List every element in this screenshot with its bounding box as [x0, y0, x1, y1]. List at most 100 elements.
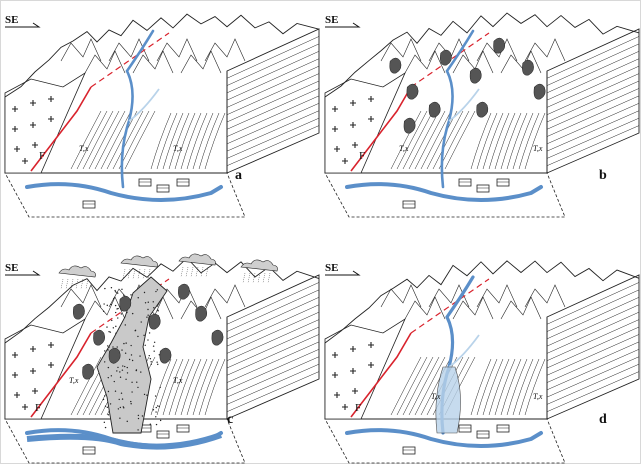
debris-clast [114, 291, 117, 293]
folded-strata [414, 110, 446, 170]
direction-label: SE [5, 262, 18, 274]
folded-strata [420, 356, 452, 416]
bedding-line [546, 289, 640, 332]
unit-label-right: T,x [173, 144, 183, 153]
debris-clast [148, 354, 150, 357]
mountain-peak [204, 284, 246, 308]
folded-strata [180, 358, 202, 416]
fault-line-solid [30, 86, 92, 172]
landslide-scar [82, 363, 95, 380]
folded-strata [396, 356, 428, 416]
debris-clast [146, 394, 148, 396]
debris-clast [117, 317, 119, 319]
folded-strata [512, 358, 534, 416]
bedding-line [546, 349, 640, 391]
folded-strata [180, 112, 202, 170]
panel-label: b [599, 168, 607, 183]
debris-clast [136, 381, 138, 383]
granite-cross [30, 100, 36, 106]
debris-clast [157, 310, 159, 312]
folded-strata [470, 358, 492, 416]
folded-strata [88, 110, 120, 170]
bedding-line [226, 88, 320, 130]
debris-clast [120, 392, 123, 394]
granite-cross [22, 404, 28, 410]
direction-label: SE [325, 14, 338, 26]
granite-cross [14, 392, 20, 398]
bedding-line [546, 371, 640, 412]
debris-clast [112, 346, 114, 348]
granite-cross [30, 122, 36, 128]
debris-clast [106, 406, 109, 409]
debris-clast [147, 308, 149, 311]
folded-strata [70, 110, 102, 170]
mountain-peak [476, 284, 518, 308]
landslide-scar [73, 303, 85, 320]
folded-strata [506, 358, 528, 416]
building [458, 424, 472, 433]
landslide-scar [148, 313, 161, 330]
folded-strata [476, 112, 498, 170]
folded-strata [524, 112, 546, 170]
rain-streak [132, 268, 136, 280]
folded-strata [186, 112, 208, 170]
building [496, 178, 510, 187]
bedding-line [226, 103, 320, 145]
unit-label-right: T,x [173, 376, 183, 385]
bedding-line [546, 297, 640, 340]
granite-cross [14, 146, 20, 152]
bedding-line [226, 304, 320, 347]
rain-streak [80, 278, 84, 290]
rain-streak [137, 268, 141, 280]
bedding-line [226, 65, 320, 108]
bedding-line [546, 103, 640, 145]
dammed-river [26, 432, 223, 450]
rain-streak [75, 278, 79, 290]
rain-streak [205, 266, 209, 278]
debris-clast [119, 406, 122, 409]
debris-clast [150, 361, 152, 363]
granite-cross [332, 372, 338, 378]
granite-cross [350, 346, 356, 352]
fault-label: F [359, 150, 365, 162]
bedding-line [226, 73, 320, 115]
debris-clast [125, 378, 127, 381]
folded-strata [204, 112, 226, 170]
debris-clast [131, 312, 134, 315]
panel-d: SE F T,x T,x d [321, 233, 641, 465]
landslide-scar [522, 59, 534, 76]
landslide-scar [211, 329, 224, 346]
folded-strata [402, 110, 434, 170]
debris-clast [156, 289, 159, 291]
storm-cloud [58, 265, 96, 278]
mountain-peak [404, 50, 446, 74]
bedding-line [546, 36, 640, 79]
folded-strata [192, 112, 214, 170]
building [138, 178, 152, 187]
granite-cross [12, 126, 18, 132]
rain-streak [190, 266, 194, 278]
debris-clast [114, 289, 116, 292]
landslide-scar [178, 283, 190, 300]
main-river [345, 428, 543, 448]
folded-strata [488, 112, 510, 170]
building [458, 178, 472, 187]
debris-clast [141, 415, 144, 417]
debris-clast [150, 363, 152, 365]
unit-label-left: T,x [69, 376, 79, 385]
mountain-ridge [324, 12, 640, 98]
bedding-line [226, 95, 320, 137]
bedding-line [226, 117, 320, 159]
fault-line-dashed [410, 278, 490, 334]
building [476, 184, 490, 193]
landslide-scar [108, 347, 121, 364]
debris-clast [137, 429, 139, 431]
granite-cross [334, 146, 340, 152]
granite-cross [332, 126, 338, 132]
folded-strata [198, 112, 220, 170]
debris-clast [156, 361, 158, 363]
direction-indicator: SE [325, 14, 361, 28]
building [176, 178, 190, 187]
bedding-line [226, 356, 320, 398]
bedding-line [226, 341, 320, 383]
